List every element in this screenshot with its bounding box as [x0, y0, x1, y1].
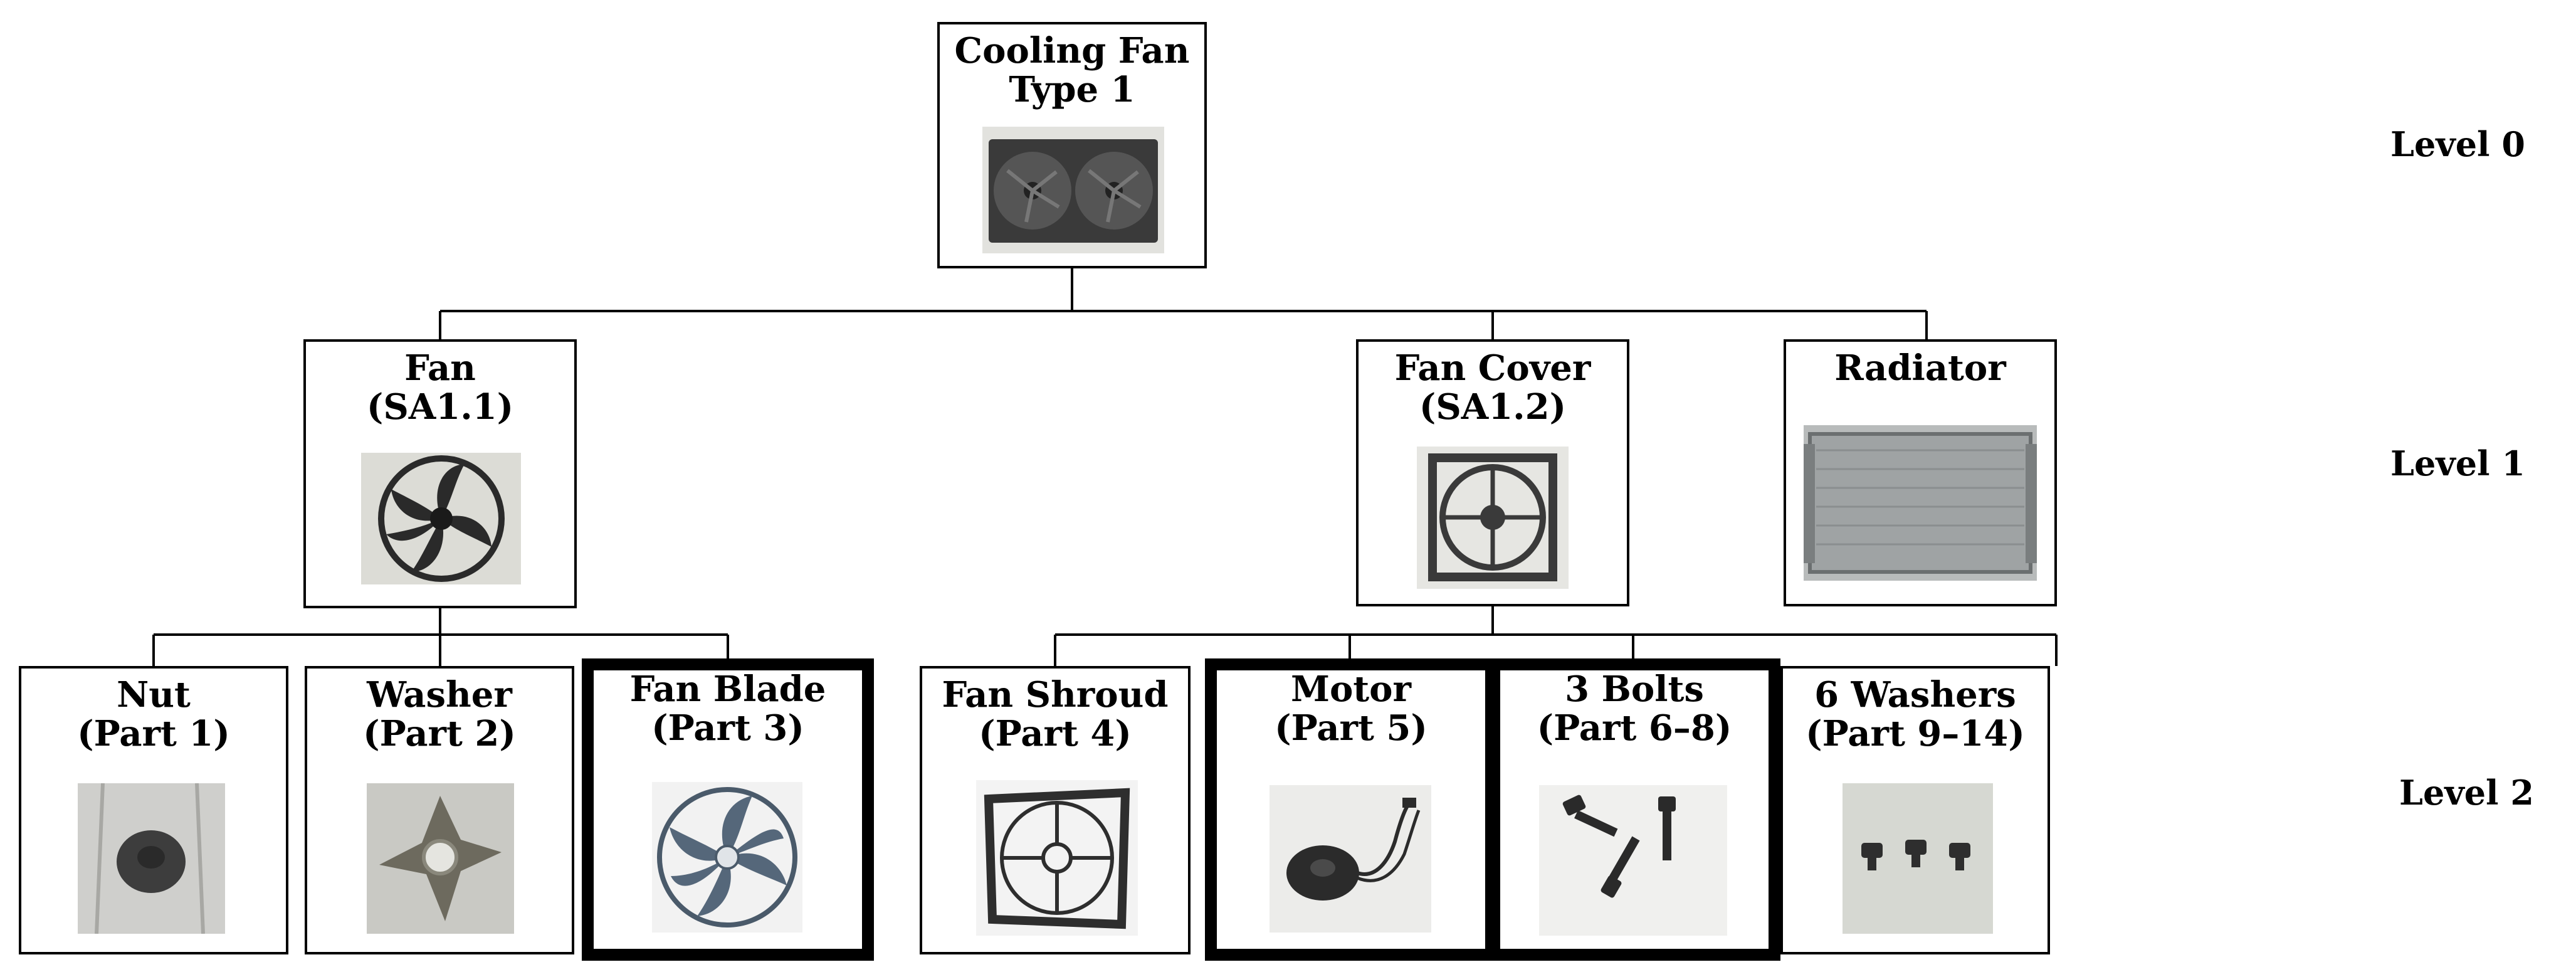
- node-label: 6 Washers(Part 9–14): [1806, 674, 2025, 754]
- node-label: Radiator: [1834, 347, 2006, 389]
- fan-photo: [361, 453, 521, 584]
- node-fan-sa1-1: Fan(SA1.1): [303, 339, 577, 608]
- level-2-label: Level 2: [2399, 773, 2534, 813]
- level-0-label: Level 0: [2390, 124, 2525, 164]
- node-fan-cover-sa1-2: Fan Cover(SA1.2): [1356, 339, 1629, 606]
- node-motor-part-5: Motor(Part 5): [1205, 658, 1497, 961]
- motor-photo: [1270, 785, 1431, 933]
- level-1-label: Level 1: [2390, 443, 2525, 484]
- node-label: Fan Blade(Part 3): [629, 668, 826, 749]
- node-fan-shroud-part-4: Fan Shroud(Part 4): [920, 666, 1191, 954]
- node-nut-part-1: Nut(Part 1): [19, 666, 288, 954]
- radiator-photo: [1804, 425, 2037, 581]
- nut-photo: [78, 783, 225, 934]
- node-label: Fan Shroud(Part 4): [942, 674, 1169, 754]
- node-washer-part-2: Washer(Part 2): [305, 666, 574, 954]
- node-label: Washer(Part 2): [363, 674, 516, 754]
- node-6-washers-part-9-14: 6 Washers(Part 9–14): [1780, 666, 2050, 954]
- fan-shroud-photo: [976, 780, 1138, 936]
- fan-cover-photo: [1417, 447, 1569, 589]
- washers-photo: [1843, 783, 1993, 934]
- node-label: Fan(SA1.1): [366, 347, 514, 428]
- node-fan-blade-part-3: Fan Blade(Part 3): [582, 658, 874, 961]
- node-radiator: Radiator: [1784, 339, 2057, 606]
- node-label: Motor(Part 5): [1275, 668, 1427, 749]
- node-label: 3 Bolts(Part 6–8): [1537, 668, 1732, 749]
- bolts-photo: [1539, 785, 1727, 936]
- node-3-bolts-part-6-8: 3 Bolts(Part 6–8): [1488, 658, 1780, 961]
- fan-blade-photo: [652, 782, 802, 933]
- washer-photo: [367, 783, 514, 934]
- cooling-fan-assembly-photo: [982, 127, 1164, 253]
- node-label: Nut(Part 1): [77, 674, 230, 754]
- node-label: Fan Cover(SA1.2): [1394, 347, 1591, 428]
